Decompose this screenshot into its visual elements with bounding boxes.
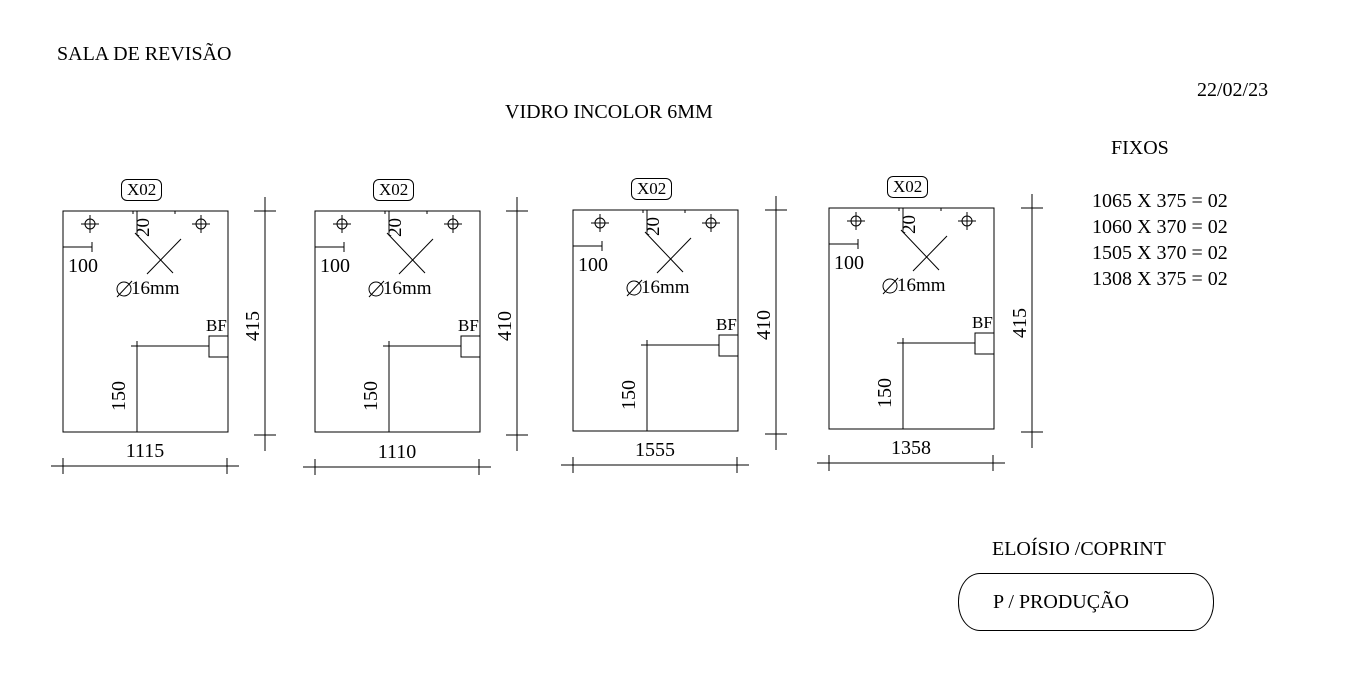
- bf-lock-box: [208, 335, 229, 358]
- hole-diameter-label: 16mm: [897, 275, 946, 296]
- width-dim-label: 1115: [126, 440, 165, 462]
- edge-offset-label: 100: [320, 255, 350, 277]
- height-dim-label: 410: [494, 311, 516, 341]
- hole-cross-line: [386, 232, 426, 274]
- glass-panel-outline: [828, 207, 995, 430]
- hole-offset-label: 20: [133, 218, 154, 237]
- glass-panel-outline: [572, 209, 739, 432]
- panel-tag-badge: X02: [121, 179, 163, 201]
- material-label: VIDRO INCOLOR 6MM: [505, 101, 713, 123]
- author-label: ELOÍSIO /COPRINT: [992, 538, 1166, 560]
- production-stamp: P / PRODUÇÃO: [958, 573, 1214, 631]
- bf-offset-label: 150: [874, 378, 896, 408]
- date-label: 22/02/23: [1197, 79, 1269, 101]
- width-dim-label: 1358: [891, 437, 931, 459]
- bf-lock-box: [718, 334, 739, 357]
- cut-list: 1065 X 375 = 02 1060 X 370 = 02 1505 X 3…: [1092, 188, 1228, 292]
- width-dim-label: 1110: [378, 441, 417, 463]
- panel-tag-badge: X02: [631, 178, 673, 200]
- panel-tag-badge: X02: [887, 176, 929, 198]
- hole-cross-line: [134, 232, 174, 274]
- glass-panel-outline: [62, 210, 229, 433]
- hole-offset-label: 20: [643, 217, 664, 236]
- hole-diameter-label: 16mm: [383, 278, 432, 299]
- panel-tag-badge: X02: [373, 179, 415, 201]
- glass-panel-outline: [314, 210, 481, 433]
- hole-cross-line: [656, 237, 692, 274]
- diameter-symbol-icon: [368, 281, 384, 297]
- height-dim-label: 415: [242, 311, 264, 341]
- edge-offset-label: 100: [578, 254, 608, 276]
- hole-offset-label: 20: [899, 215, 920, 234]
- hole-cross-line: [912, 235, 948, 272]
- diameter-symbol-slash: [626, 279, 643, 297]
- diameter-symbol-slash: [882, 277, 899, 295]
- diameter-symbol-slash: [368, 280, 385, 298]
- bf-offset-label: 150: [618, 380, 640, 410]
- production-stamp-label: P / PRODUÇÃO: [993, 591, 1129, 613]
- hole-diameter-label: 16mm: [641, 277, 690, 298]
- diameter-symbol-icon: [882, 278, 898, 294]
- hole-cross-line: [900, 229, 940, 271]
- edge-offset-label: 100: [68, 255, 98, 277]
- bf-label: BF: [972, 313, 993, 332]
- hole-cross-line: [644, 231, 684, 273]
- diameter-symbol-slash: [116, 280, 133, 298]
- height-dim-label: 415: [1009, 308, 1031, 338]
- cut-list-item: 1308 X 375 = 02: [1092, 268, 1228, 290]
- edge-offset-label: 100: [834, 252, 864, 274]
- bf-offset-label: 150: [360, 381, 382, 411]
- diameter-symbol-icon: [626, 280, 642, 296]
- hole-cross-line: [146, 238, 182, 275]
- diameter-symbol-icon: [116, 281, 132, 297]
- bf-lock-box: [460, 335, 481, 358]
- hole-offset-label: 20: [385, 218, 406, 237]
- fixos-title: FIXOS: [1111, 137, 1169, 159]
- hole-cross-line: [398, 238, 434, 275]
- cut-list-item: 1505 X 370 = 02: [1092, 242, 1228, 264]
- bf-label: BF: [206, 316, 227, 335]
- bf-label: BF: [458, 316, 479, 335]
- bf-lock-box: [974, 332, 995, 355]
- cut-list-item: 1065 X 375 = 02: [1092, 190, 1228, 212]
- height-dim-label: 410: [753, 310, 775, 340]
- bf-offset-label: 150: [108, 381, 130, 411]
- hole-diameter-label: 16mm: [131, 278, 180, 299]
- bf-label: BF: [716, 315, 737, 334]
- cut-list-item: 1060 X 370 = 02: [1092, 216, 1228, 238]
- room-title: SALA DE REVISÃO: [57, 43, 232, 65]
- width-dim-label: 1555: [635, 439, 675, 461]
